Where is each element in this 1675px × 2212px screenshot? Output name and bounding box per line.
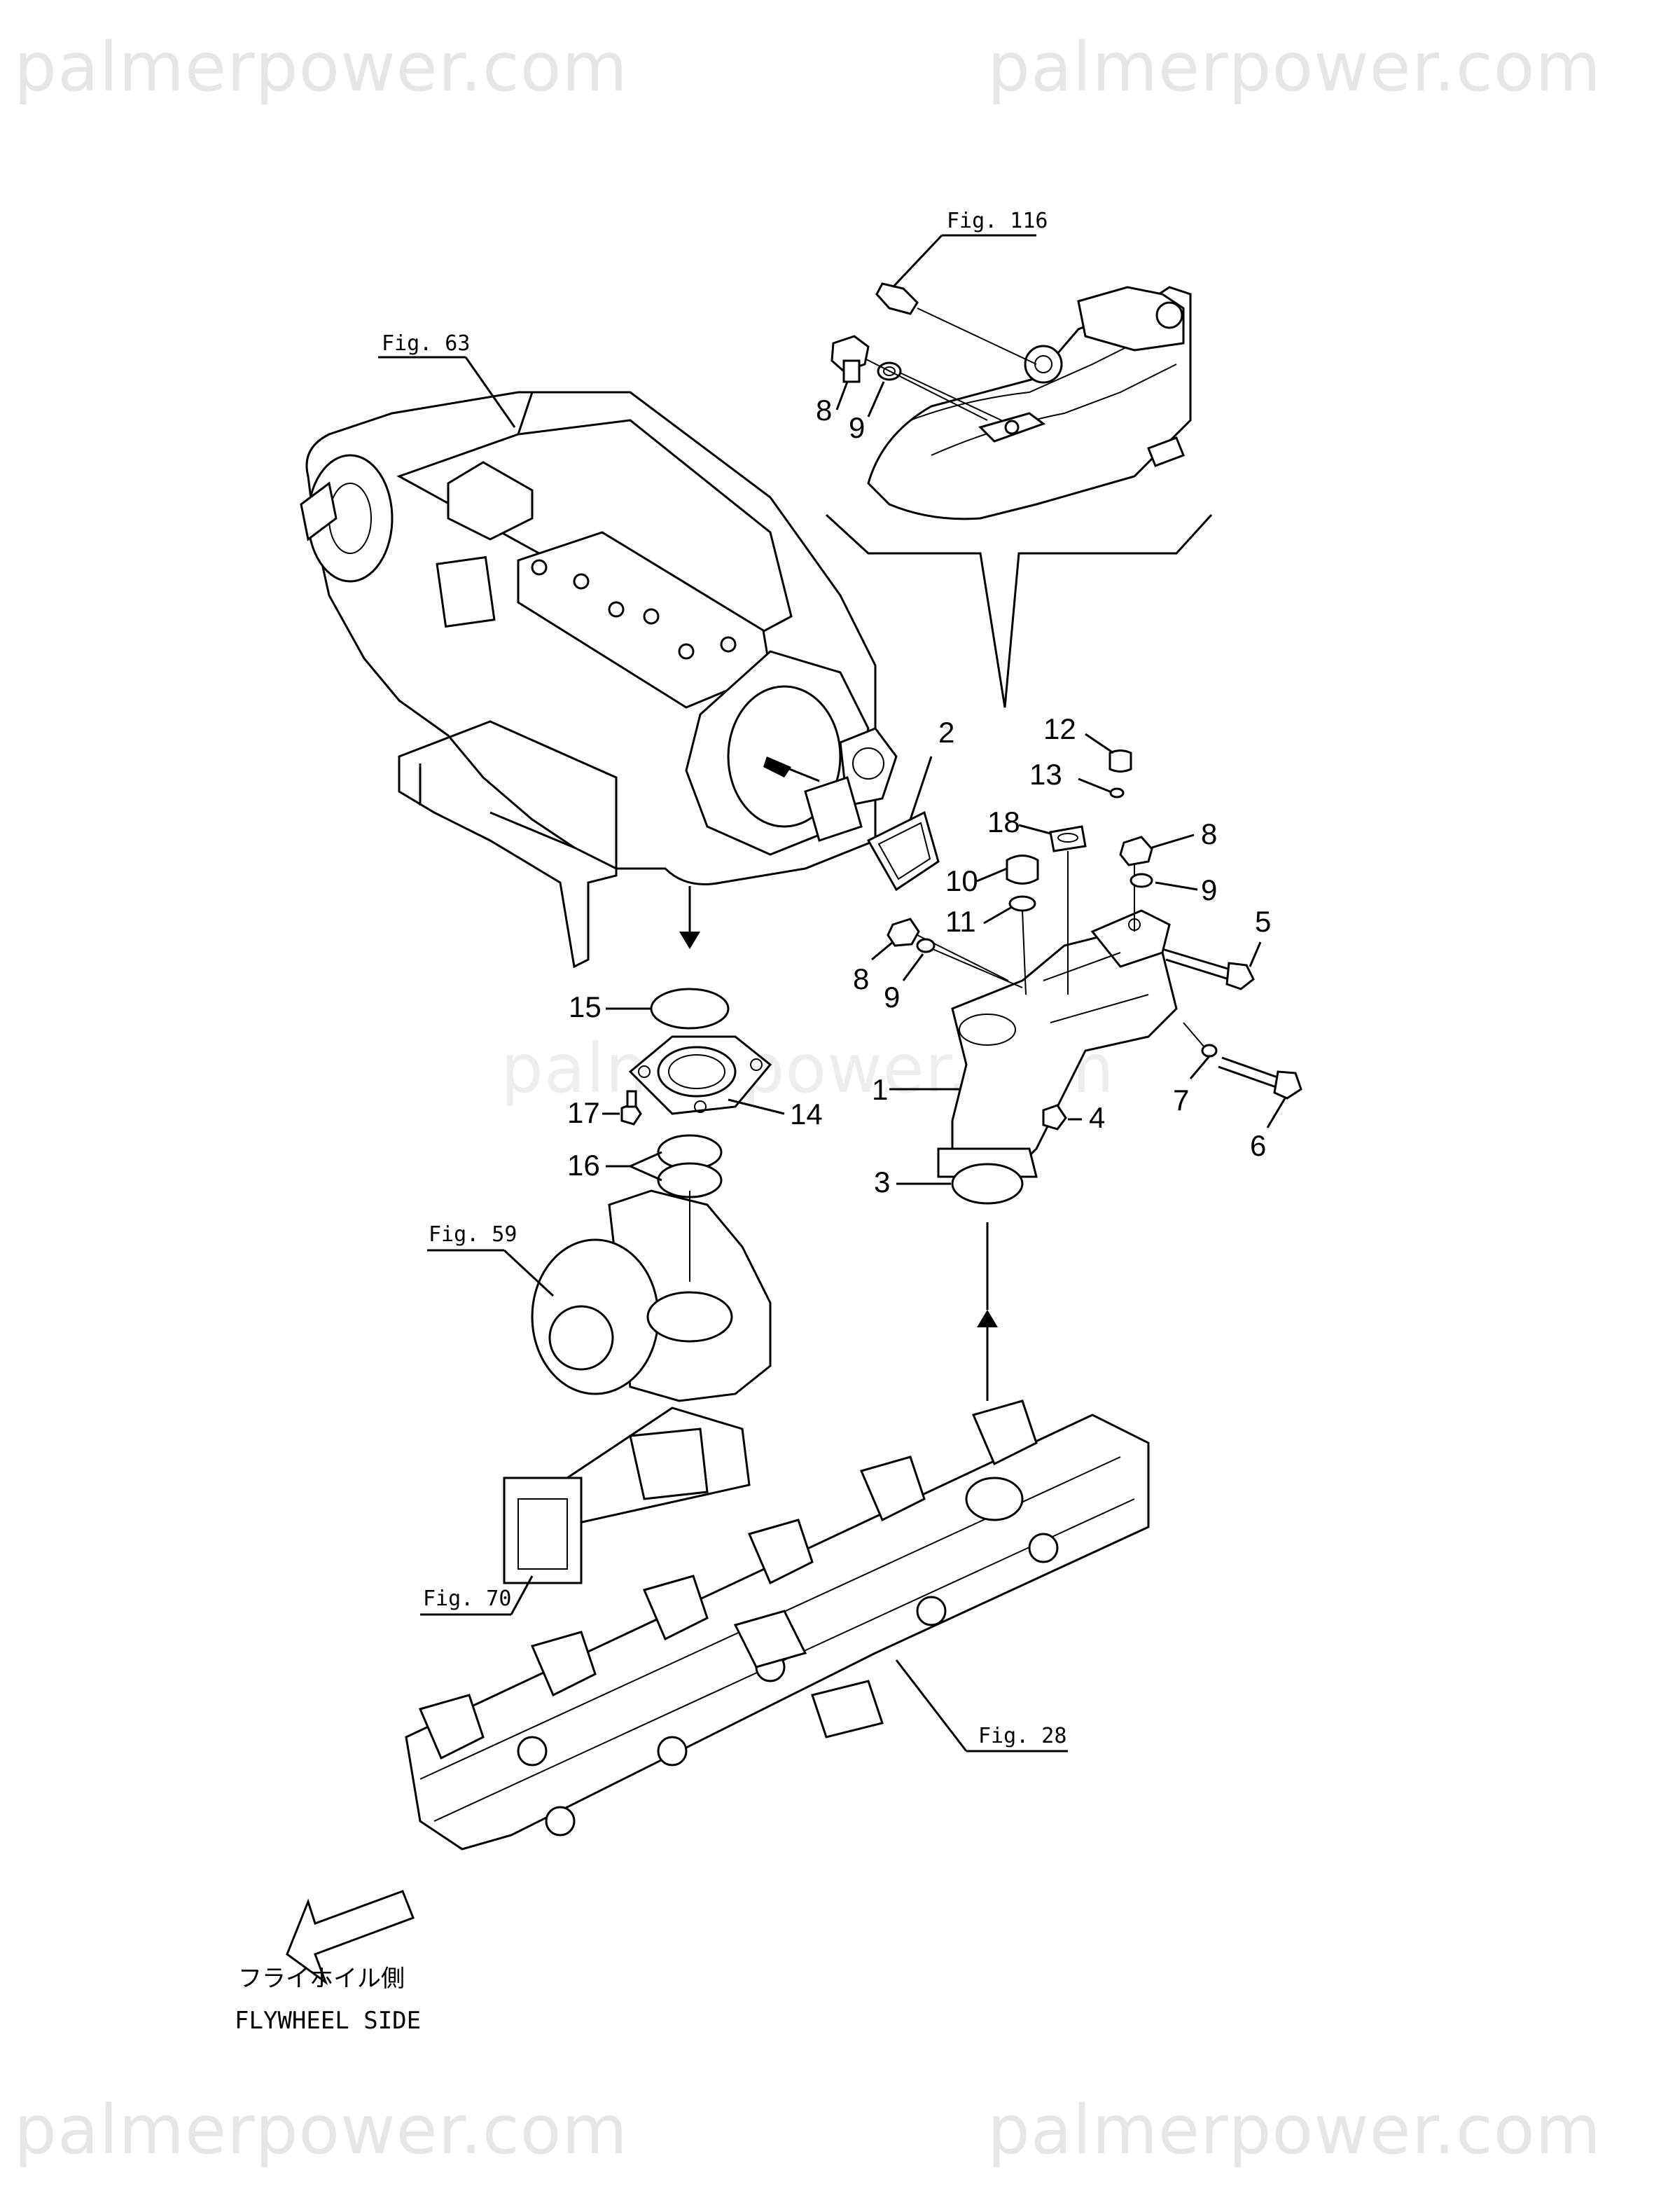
detail-inset [825,234,1213,708]
arrow-down-to-ring [679,886,700,949]
washer-part-9-left [916,938,936,953]
callout-14: 14 [790,1098,823,1131]
callout-8-left: 8 [853,962,869,995]
bolt-part-5 [1162,941,1262,990]
callout-16: 16 [567,1149,600,1182]
washer-part-13 [1109,787,1125,799]
fig-116-label: Fig. 116 [947,209,1048,233]
callout-7: 7 [1173,1084,1189,1117]
fig-70-label: Fig. 70 [423,1587,511,1611]
callout-3: 3 [874,1166,890,1198]
plug-part-8-right [1119,834,1195,932]
callout-6: 6 [1250,1129,1266,1162]
watermark-top-left: palmerpower.com [14,28,628,106]
callout-9-inset: 9 [849,411,865,444]
bolt-part-6 [1218,1056,1302,1128]
callout-13: 13 [1029,758,1062,791]
o-ring-part-15 [650,988,730,1030]
watermark-bottom-right: palmerpower.com [987,2091,1601,2169]
callout-11: 11 [945,905,976,938]
fig-63-label: Fig. 63 [382,331,470,356]
plug-part-18 [1018,824,1087,995]
engine-block [300,356,898,969]
callout-5: 5 [1255,905,1271,938]
bolt-part-17 [602,1090,642,1126]
callout-17: 17 [567,1096,600,1129]
callout-9-left: 9 [884,981,900,1014]
callout-8-right: 8 [1201,817,1217,850]
plug-part-8-left [871,918,1009,981]
outlet-elbow-part-1 [889,909,1178,1178]
flywheel-side-arrow [286,1890,415,1986]
callout-15: 15 [569,990,602,1023]
watermark-top-right: palmerpower.com [987,28,1601,106]
plug-part-12 [1085,733,1132,773]
washer-part-11 [1008,895,1036,912]
gasket-part-2 [866,756,940,892]
watermark-bottom-left: palmerpower.com [14,2091,628,2169]
callout-18: 18 [987,806,1020,838]
callout-2: 2 [938,716,954,749]
flange-part-14 [628,1035,785,1115]
turbo-assembly [420,1189,772,1616]
fig-59-label: Fig. 59 [429,1222,517,1247]
callout-10: 10 [945,864,978,897]
plug-part-10 [976,855,1039,885]
flywheel-side-caption-jp: フライホイル側 [238,1965,405,1993]
flywheel-side-caption-en: FLYWHEEL SIDE [235,2007,422,2035]
callout-9-right: 9 [1201,873,1217,906]
fig-28-label: Fig. 28 [978,1724,1066,1748]
o-rings-part-16 [606,1134,723,1198]
callout-1: 1 [872,1073,888,1106]
exhaust-manifold [405,1222,1150,1851]
bolt-part-4 [1042,1104,1082,1131]
callout-12: 12 [1043,712,1076,745]
callout-8-inset: 8 [816,394,832,427]
o-ring-part-3 [951,1163,1024,1205]
washer-part-9-right [1130,873,1153,888]
callout-4: 4 [1089,1101,1105,1134]
